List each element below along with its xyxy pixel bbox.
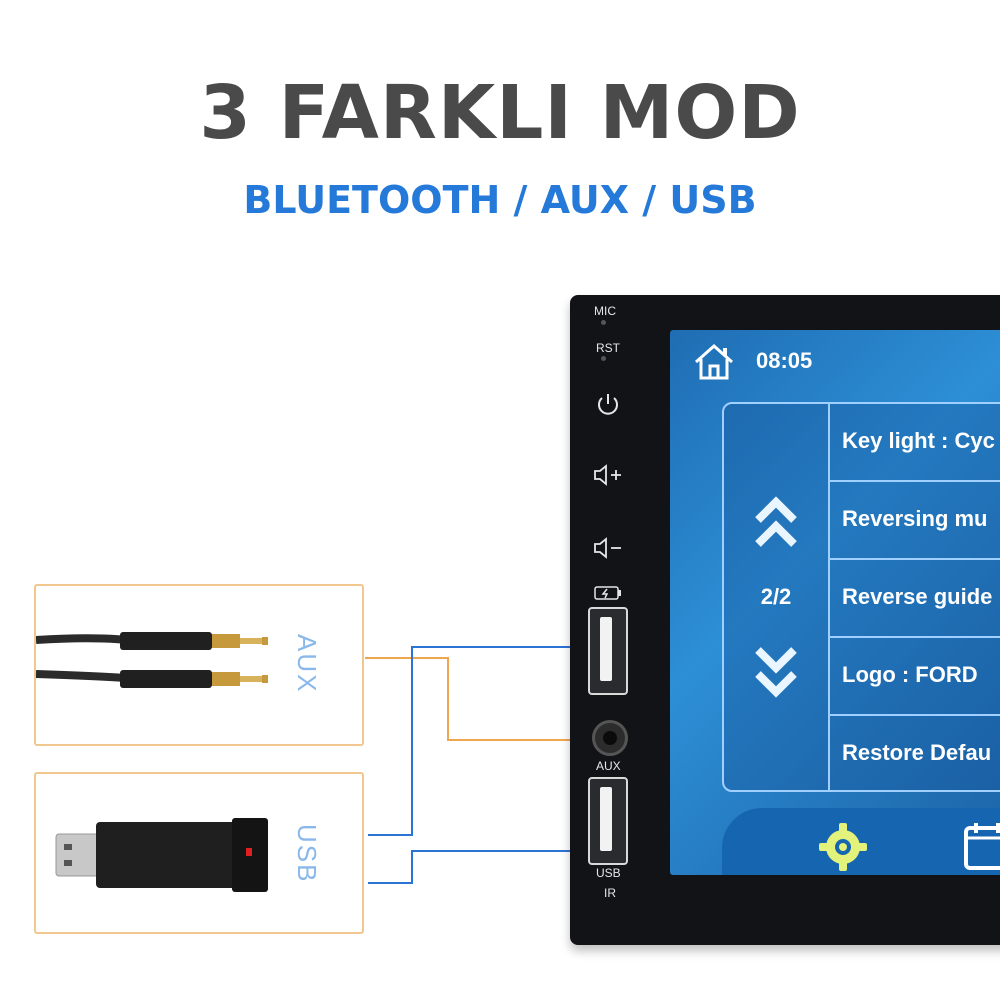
menu-item-label: Reversing mu <box>842 506 988 531</box>
headline-subtitle: BLUETOOTH / AUX / USB <box>243 178 757 222</box>
usb-port-label: USB <box>596 866 621 880</box>
settings-icon[interactable] <box>816 820 870 874</box>
mic-label: MIC <box>594 304 616 318</box>
chevron-up-icon[interactable] <box>754 494 798 554</box>
menu-item-logo[interactable]: Logo : FORD <box>830 638 1000 716</box>
menu-item-restore-default[interactable]: Restore Defau <box>830 716 1000 792</box>
power-icon[interactable] <box>594 391 622 419</box>
usb-stick-illustration <box>55 818 268 892</box>
car-radio-unit: MIC RST AUX USB IR 08:05 <box>570 295 1000 945</box>
battery-icon <box>594 586 621 600</box>
menu-item-label: Restore Defau <box>842 740 992 765</box>
usb-port-2[interactable] <box>588 777 628 865</box>
usb-box-label: USB <box>292 824 322 884</box>
menu-item-label: Key light : Cyc <box>842 428 995 453</box>
menu-item-label: Logo : FORD <box>842 662 978 687</box>
settings-panel: 2/2 Key light : Cyc Reversing mu Reverse… <box>722 402 1000 792</box>
page-navigation: 2/2 <box>724 404 830 790</box>
page-indicator: 2/2 <box>760 584 792 609</box>
usb-stick-box: USB <box>34 772 364 934</box>
bottom-dock <box>722 808 1000 875</box>
volume-up-icon[interactable] <box>592 463 626 487</box>
aux-cable-box: AUX <box>34 584 364 746</box>
aux-box-label: AUX <box>292 634 322 694</box>
menu-item-key-light[interactable]: Key light : Cyc <box>830 404 1000 482</box>
calendar-icon[interactable] <box>962 820 1000 874</box>
mic-hole <box>601 320 606 325</box>
aux-port-label: AUX <box>596 759 621 773</box>
usb-port-1[interactable] <box>588 607 628 695</box>
aux-jack[interactable] <box>592 720 628 756</box>
touch-screen[interactable]: 08:05 2/2 Key light : Cyc Reversing mu R… <box>670 330 1000 875</box>
menu-item-reversing-mute[interactable]: Reversing mu <box>830 482 1000 560</box>
volume-down-icon[interactable] <box>592 536 626 560</box>
rst-button[interactable] <box>601 356 606 361</box>
headline-title: 3 FARKLI MOD <box>199 70 801 156</box>
home-icon[interactable] <box>692 342 736 382</box>
aux-cable-illustration <box>35 632 268 688</box>
clock-time: 08:05 <box>756 348 813 373</box>
menu-item-label: Reverse guide <box>842 584 993 609</box>
ir-label: IR <box>604 886 616 900</box>
chevron-down-icon[interactable] <box>754 642 798 702</box>
rst-label: RST <box>596 341 620 355</box>
menu-item-reverse-guide[interactable]: Reverse guide <box>830 560 1000 638</box>
